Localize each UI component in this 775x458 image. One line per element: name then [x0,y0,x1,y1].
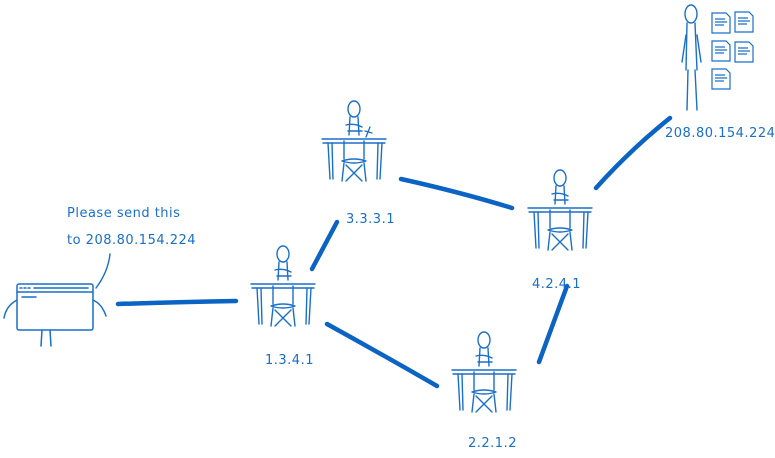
link-a-to-b [309,219,340,272]
speech-line-1: Please send this [67,206,181,221]
link-b-to-d [398,176,515,211]
router-person-icon [451,331,517,413]
router-d-address: 4.2.4.1 [532,277,581,292]
router-person-icon [321,100,387,182]
destination-address: 208.80.154.224 [665,126,775,141]
router-person-icon [250,245,316,327]
link-c-to-d [536,283,570,365]
speech-line-2: to 208.80.154.224 [67,233,197,248]
link-browser-to-a [115,298,239,307]
router-c-address: 2.2.1.2 [468,436,517,451]
speech-pointer [95,253,111,289]
router-b-address: 3.3.3.1 [346,212,395,227]
router-a-address: 1.3.4.1 [265,353,314,368]
browser-window-icon [3,283,107,347]
server-person-icon [681,4,702,111]
link-d-to-server [593,115,673,191]
router-person-icon [527,169,593,251]
document-stack-icon [711,11,754,90]
link-a-to-c [324,321,440,389]
